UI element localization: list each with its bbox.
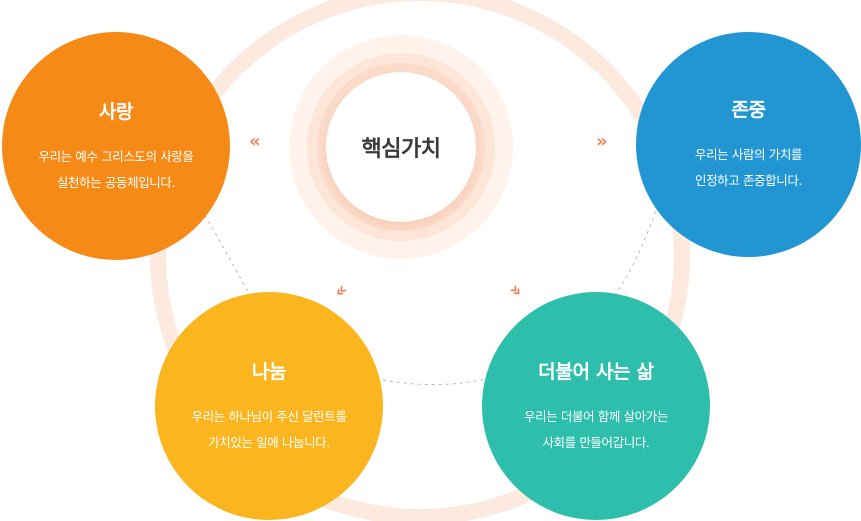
value-respect-desc: 우리는 사람의 가치를 인정하고 존중합니다. [695, 142, 802, 194]
value-love-line-2: 실천하는 공동체입니다. [56, 174, 176, 190]
arrow-right-icon: » [596, 131, 608, 152]
value-love-line-1: 우리는 예수 그리스도의 사랑을 [38, 148, 194, 164]
value-love-title: 사랑 [98, 100, 134, 123]
value-share-line-2: 가치있는 일에 나눕니다. [208, 434, 330, 450]
value-together-title: 더불어 사는 삶 [538, 360, 654, 383]
center-label: 핵심가치 [361, 137, 441, 162]
connector-love-share [204, 214, 251, 296]
outer-ring [150, 0, 690, 521]
connector-respect-together [611, 197, 661, 301]
value-love-circle: 사랑 우리는 예수 그리스도의 사랑을 실천하는 공동체입니다. [2, 32, 230, 260]
value-share-circle: 나눔 우리는 하나님이 주신 달란트를 가치있는 일에 나눕니다. [155, 292, 383, 520]
value-together-line-2: 사회를 만들어갑니다. [542, 434, 650, 450]
value-together-line-1: 우리는 더불어 함께 살아가는 [524, 408, 668, 424]
value-respect-line-1: 우리는 사람의 가치를 [694, 147, 803, 162]
connector-share-together [382, 377, 491, 386]
value-share-line-1: 우리는 하나님이 주신 달란트를 [191, 408, 347, 424]
value-respect-title: 존중 [731, 99, 766, 121]
value-respect-line-2: 인정하고 존중합니다. [694, 173, 803, 188]
value-share-title: 나눔 [251, 360, 287, 383]
value-respect-circle: 존중 우리는 사람의 가치를 인정하고 존중합니다. [636, 32, 861, 257]
value-together-circle: 더불어 사는 삶 우리는 더불어 함께 살아가는 사회를 만들어갑니다. [482, 292, 710, 520]
value-share-desc: 우리는 하나님이 주신 달란트를 가치있는 일에 나눕니다. [191, 404, 346, 456]
value-love-desc: 우리는 예수 그리스도의 사랑을 실천하는 공동체입니다. [38, 144, 193, 196]
value-together-desc: 우리는 더불어 함께 살아가는 사회를 만들어갑니다. [524, 404, 668, 456]
core-values-center: 핵심가치 [326, 72, 476, 222]
arrow-left-icon: « [249, 131, 261, 152]
